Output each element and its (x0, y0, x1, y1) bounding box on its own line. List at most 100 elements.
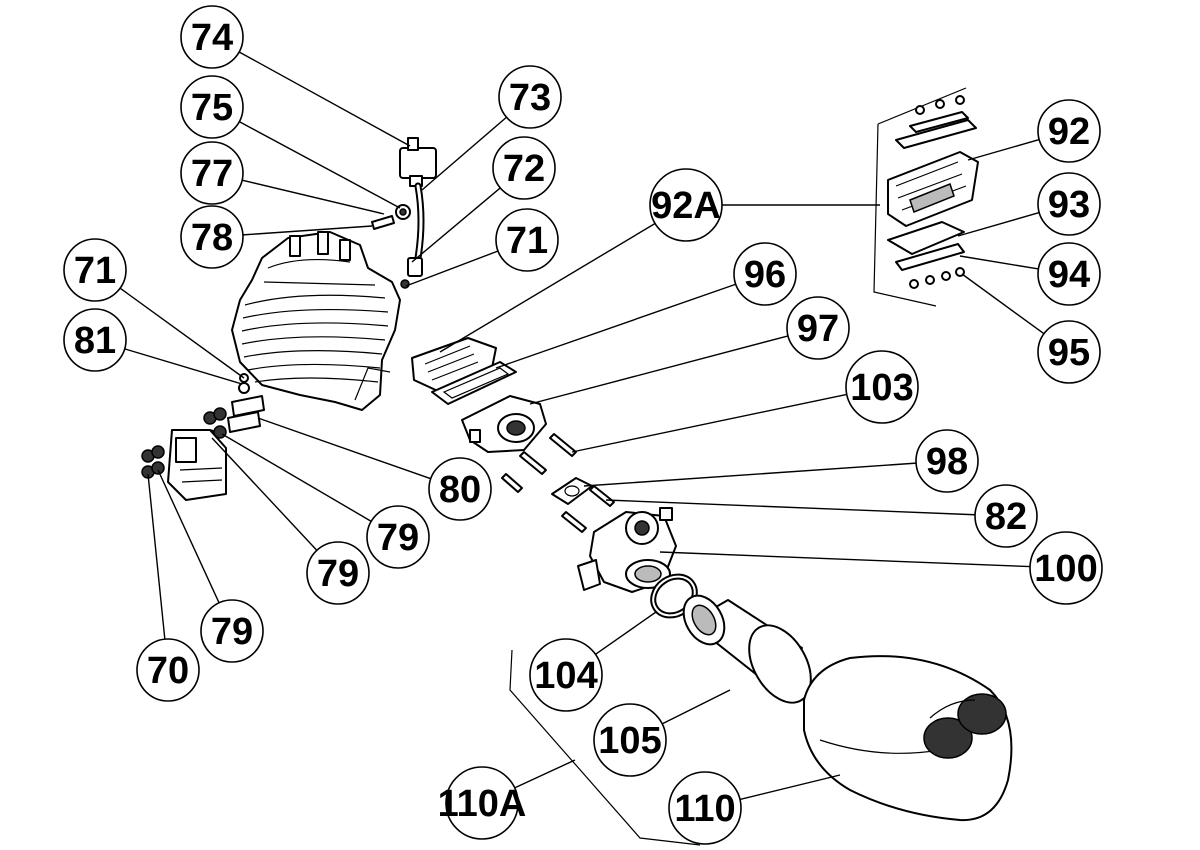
callout-70: 70 (136, 638, 200, 702)
callout-label: 80 (439, 469, 481, 511)
leader-line-103 (571, 393, 847, 453)
part-92-reed-cage (887, 151, 979, 227)
leader-line-79b (211, 437, 318, 551)
callout-97: 97 (786, 296, 850, 360)
leader-line-96 (495, 283, 736, 369)
part-95-screws (909, 267, 965, 289)
part-82-studs (561, 485, 615, 533)
leader-line-71a (405, 250, 499, 287)
callout-circle (445, 766, 519, 840)
callout-80: 80 (428, 457, 492, 521)
callout-label: 73 (509, 77, 551, 119)
callout-label: 72 (503, 148, 545, 190)
callout-circle (915, 429, 979, 493)
callout-circle (428, 457, 492, 521)
callout-79b: 79 (306, 541, 370, 605)
part-110A-bracket (509, 649, 701, 846)
callout-circle (1037, 242, 1101, 306)
callout-circle (495, 208, 559, 272)
callout-73: 73 (498, 65, 562, 129)
callout-82: 82 (974, 484, 1038, 548)
callout-77: 77 (180, 141, 244, 205)
callout-104: 104 (529, 638, 603, 712)
leader-line-73 (421, 116, 507, 191)
callout-circle (180, 205, 244, 269)
callout-110: 110 (668, 771, 742, 845)
leader-line-81 (124, 348, 243, 385)
callout-74: 74 (180, 5, 244, 69)
callout-circle (63, 308, 127, 372)
callout-label: 79 (317, 553, 359, 595)
inset-reed-valve-assembly (873, 87, 979, 307)
leader-line-74 (238, 51, 411, 147)
part-70-bracket (167, 429, 227, 501)
callout-label: 94 (1048, 254, 1090, 296)
leader-line-79a (221, 433, 372, 522)
part-96-gasket (431, 361, 517, 405)
part-92-screws (895, 95, 977, 149)
callout-circle (786, 296, 850, 360)
part-74-module (399, 137, 437, 187)
part-103-bolts (501, 433, 577, 493)
callout-label: 110 (674, 788, 735, 830)
callout-79c: 79 (200, 599, 264, 663)
callout-label: 71 (506, 220, 548, 262)
leader-line-92 (967, 138, 1040, 161)
callout-circle (63, 238, 127, 302)
callout-71b: 71 (63, 238, 127, 302)
part-79-washers-left (141, 445, 165, 479)
leader-line-98 (583, 462, 917, 487)
callout-72: 72 (492, 136, 556, 200)
part-93-reed-plate (887, 221, 965, 255)
callout-94: 94 (1037, 242, 1101, 306)
callout-circle (492, 136, 556, 200)
part-75-77-78-fasteners (371, 204, 411, 230)
leader-line-93 (957, 211, 1040, 237)
callout-label: 93 (1048, 184, 1090, 226)
leader-line-79c (157, 469, 220, 604)
callout-75: 75 (180, 75, 244, 139)
part-110-airbox (803, 655, 1013, 822)
callout-100: 100 (1029, 531, 1103, 605)
callout-110A: 110A (438, 766, 527, 840)
leader-line-95 (961, 273, 1045, 335)
callout-label: 78 (191, 217, 233, 259)
callout-circle (180, 5, 244, 69)
leader-line-77 (241, 179, 385, 215)
callout-103: 103 (845, 350, 919, 424)
leader-line-92A (439, 222, 656, 353)
callout-circle (498, 65, 562, 129)
part-80-stud-assembly (227, 373, 265, 433)
leader-line-97 (529, 335, 789, 405)
leader-lines (119, 51, 1045, 801)
leader-line-72 (411, 187, 501, 263)
callout-79a: 79 (366, 505, 430, 569)
callout-circle (845, 350, 919, 424)
callout-label: 79 (377, 517, 419, 559)
callout-98: 98 (915, 429, 979, 493)
callout-93: 93 (1037, 172, 1101, 236)
callout-label: 110A (438, 783, 527, 825)
callout-label: 92A (651, 185, 721, 227)
callout-78: 78 (180, 205, 244, 269)
callout-circle (593, 703, 667, 777)
callout-circle (180, 75, 244, 139)
callout-circle (136, 638, 200, 702)
callout-label: 81 (74, 320, 116, 362)
callout-label: 74 (191, 17, 233, 59)
callout-circle (1037, 172, 1101, 236)
callout-circle (200, 599, 264, 663)
leader-line-75 (238, 121, 401, 209)
leader-line-94 (959, 255, 1039, 270)
callout-label: 97 (797, 308, 839, 350)
leader-line-82 (605, 499, 976, 516)
leader-line-100 (659, 551, 1031, 568)
callout-circle (733, 242, 797, 306)
callout-label: 104 (534, 655, 597, 697)
callout-label: 92 (1048, 111, 1090, 153)
leader-line-110 (739, 774, 841, 801)
callout-label: 82 (985, 496, 1027, 538)
leader-line-80 (257, 417, 431, 480)
callout-92A: 92A (649, 168, 723, 242)
